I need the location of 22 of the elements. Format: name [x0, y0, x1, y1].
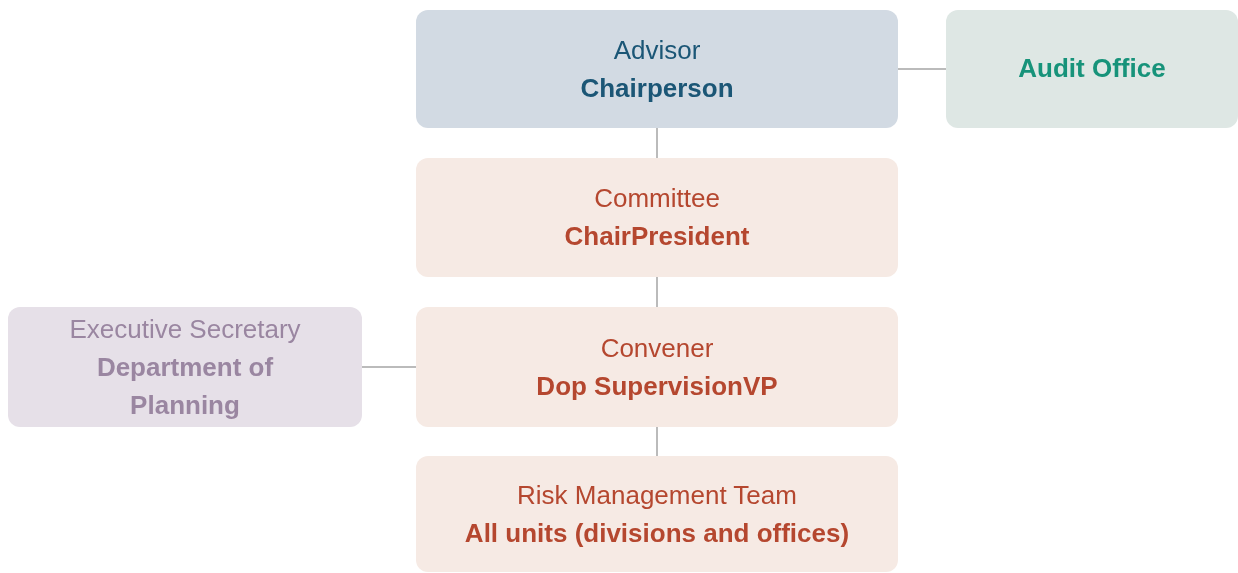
org-box: [416, 158, 898, 277]
role-label: Executive Secretary: [69, 312, 301, 346]
unit-label: All units (divisions and offices): [464, 516, 850, 550]
unit-label: Dop SupervisionVP: [536, 369, 778, 403]
connector-line: [656, 426, 658, 457]
role-label: Advisor: [613, 33, 701, 67]
unit-label: Audit Office: [1018, 52, 1166, 86]
org-box: [416, 456, 898, 572]
unit-label: Chairperson: [580, 71, 734, 105]
unit-label: Department of Planning: [95, 350, 275, 422]
role-label: Committee: [594, 182, 720, 216]
connector-line: [361, 366, 417, 368]
connector-line: [897, 68, 947, 70]
org-box: [416, 307, 898, 427]
org-box: [946, 10, 1238, 128]
role-label: Risk Management Team: [517, 478, 797, 512]
connector-line: [656, 127, 658, 159]
connector-line: [656, 276, 658, 308]
org-box: [416, 10, 898, 128]
org-box: [8, 307, 362, 427]
unit-label: ChairPresident: [564, 220, 750, 254]
role-label: Convener: [600, 331, 714, 365]
